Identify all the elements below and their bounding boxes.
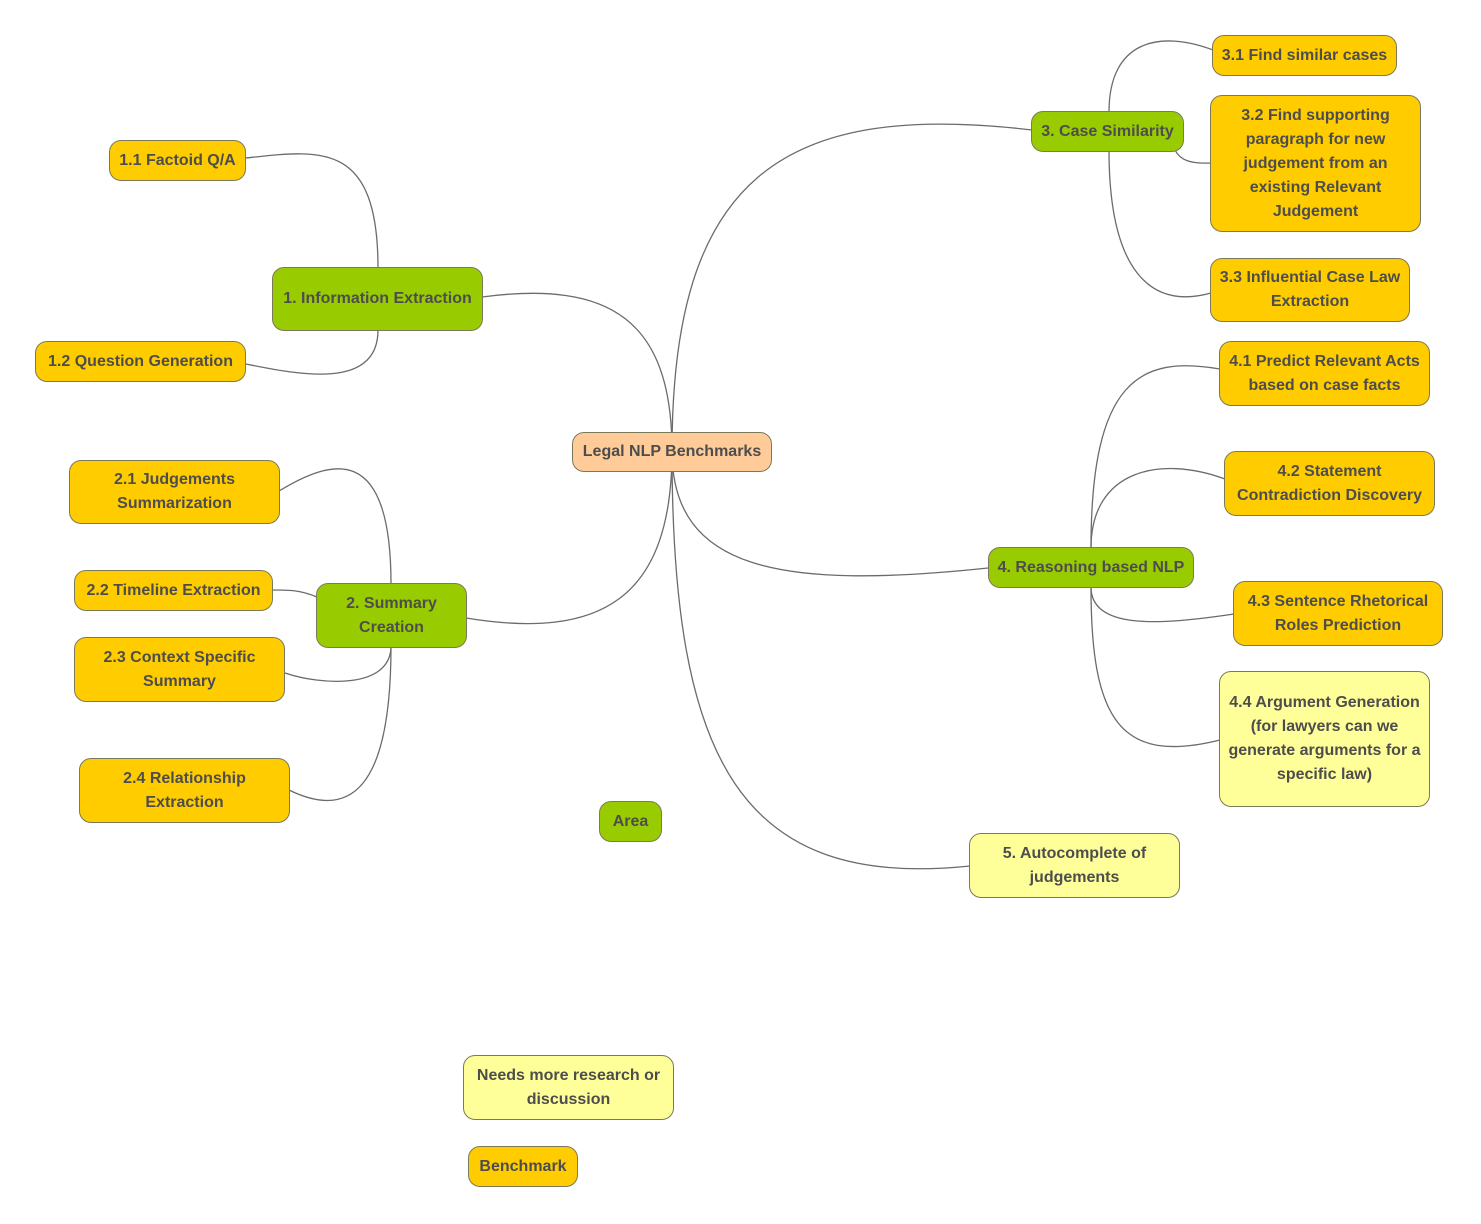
edge-a1-i12	[245, 329, 379, 375]
edge-root-a3	[671, 123, 1033, 452]
root-node[interactable]: Legal NLP Benchmarks	[572, 432, 772, 472]
benchmark-node-timeline-extraction[interactable]: 2.2 Timeline Extraction	[74, 570, 273, 611]
edge-a3-i33	[1108, 149, 1212, 298]
legend-research: Needs more research or discussion	[463, 1055, 674, 1120]
benchmark-node-argument-generation[interactable]: 4.4 Argument Generation (for lawyers can…	[1219, 671, 1430, 807]
edge-a1-i11	[245, 153, 379, 269]
benchmark-node-predict-acts[interactable]: 4.1 Predict Relevant Acts based on case …	[1219, 341, 1430, 406]
area-node-summary-creation[interactable]: 2. Summary Creation	[316, 583, 467, 648]
area-node-case-similarity[interactable]: 3. Case Similarity	[1031, 111, 1184, 152]
benchmark-node-question-generation[interactable]: 1.2 Question Generation	[35, 341, 246, 382]
benchmark-node-judgements-summarization[interactable]: 2.1 Judgements Summarization	[69, 460, 280, 524]
edge-root-a2	[465, 450, 673, 625]
edge-root-a5	[671, 450, 971, 870]
benchmark-node-context-summary[interactable]: 2.3 Context Specific Summary	[74, 637, 285, 702]
edge-a4-i42	[1090, 467, 1226, 549]
edge-a2-i23	[284, 645, 392, 682]
edge-a4-i41	[1090, 365, 1221, 549]
edge-a2-i22	[271, 589, 318, 598]
area-node-reasoning-nlp[interactable]: 4. Reasoning based NLP	[988, 547, 1194, 588]
benchmark-node-relationship-extraction[interactable]: 2.4 Relationship Extraction	[79, 758, 290, 823]
edge-root-a1	[481, 292, 673, 452]
area-node-information-extraction[interactable]: 1. Information Extraction	[272, 267, 483, 331]
benchmark-node-similar-cases[interactable]: 3.1 Find similar cases	[1212, 35, 1397, 76]
area-node-autocomplete[interactable]: 5. Autocomplete of judgements	[969, 833, 1180, 898]
edge-a2-i24	[288, 645, 392, 802]
edge-a3-i31	[1108, 40, 1214, 113]
benchmark-node-factoid-qa[interactable]: 1.1 Factoid Q/A	[109, 140, 246, 181]
edge-a2-i21	[278, 468, 392, 585]
benchmark-node-statement-contradiction[interactable]: 4.2 Statement Contradiction Discovery	[1224, 451, 1435, 516]
edge-a4-i44	[1090, 586, 1221, 748]
edge-root-a4	[671, 450, 989, 577]
legend-benchmark: Benchmark	[468, 1146, 578, 1187]
benchmark-node-supporting-paragraph[interactable]: 3.2 Find supporting paragraph for new ju…	[1210, 95, 1421, 232]
legend-area: Area	[599, 801, 662, 842]
edge-a3-i32	[1174, 149, 1212, 164]
edge-a4-i43	[1090, 586, 1235, 623]
benchmark-node-influential-case-law[interactable]: 3.3 Influential Case Law Extraction	[1210, 258, 1410, 322]
benchmark-node-rhetorical-roles[interactable]: 4.3 Sentence Rhetorical Roles Prediction	[1233, 581, 1443, 646]
